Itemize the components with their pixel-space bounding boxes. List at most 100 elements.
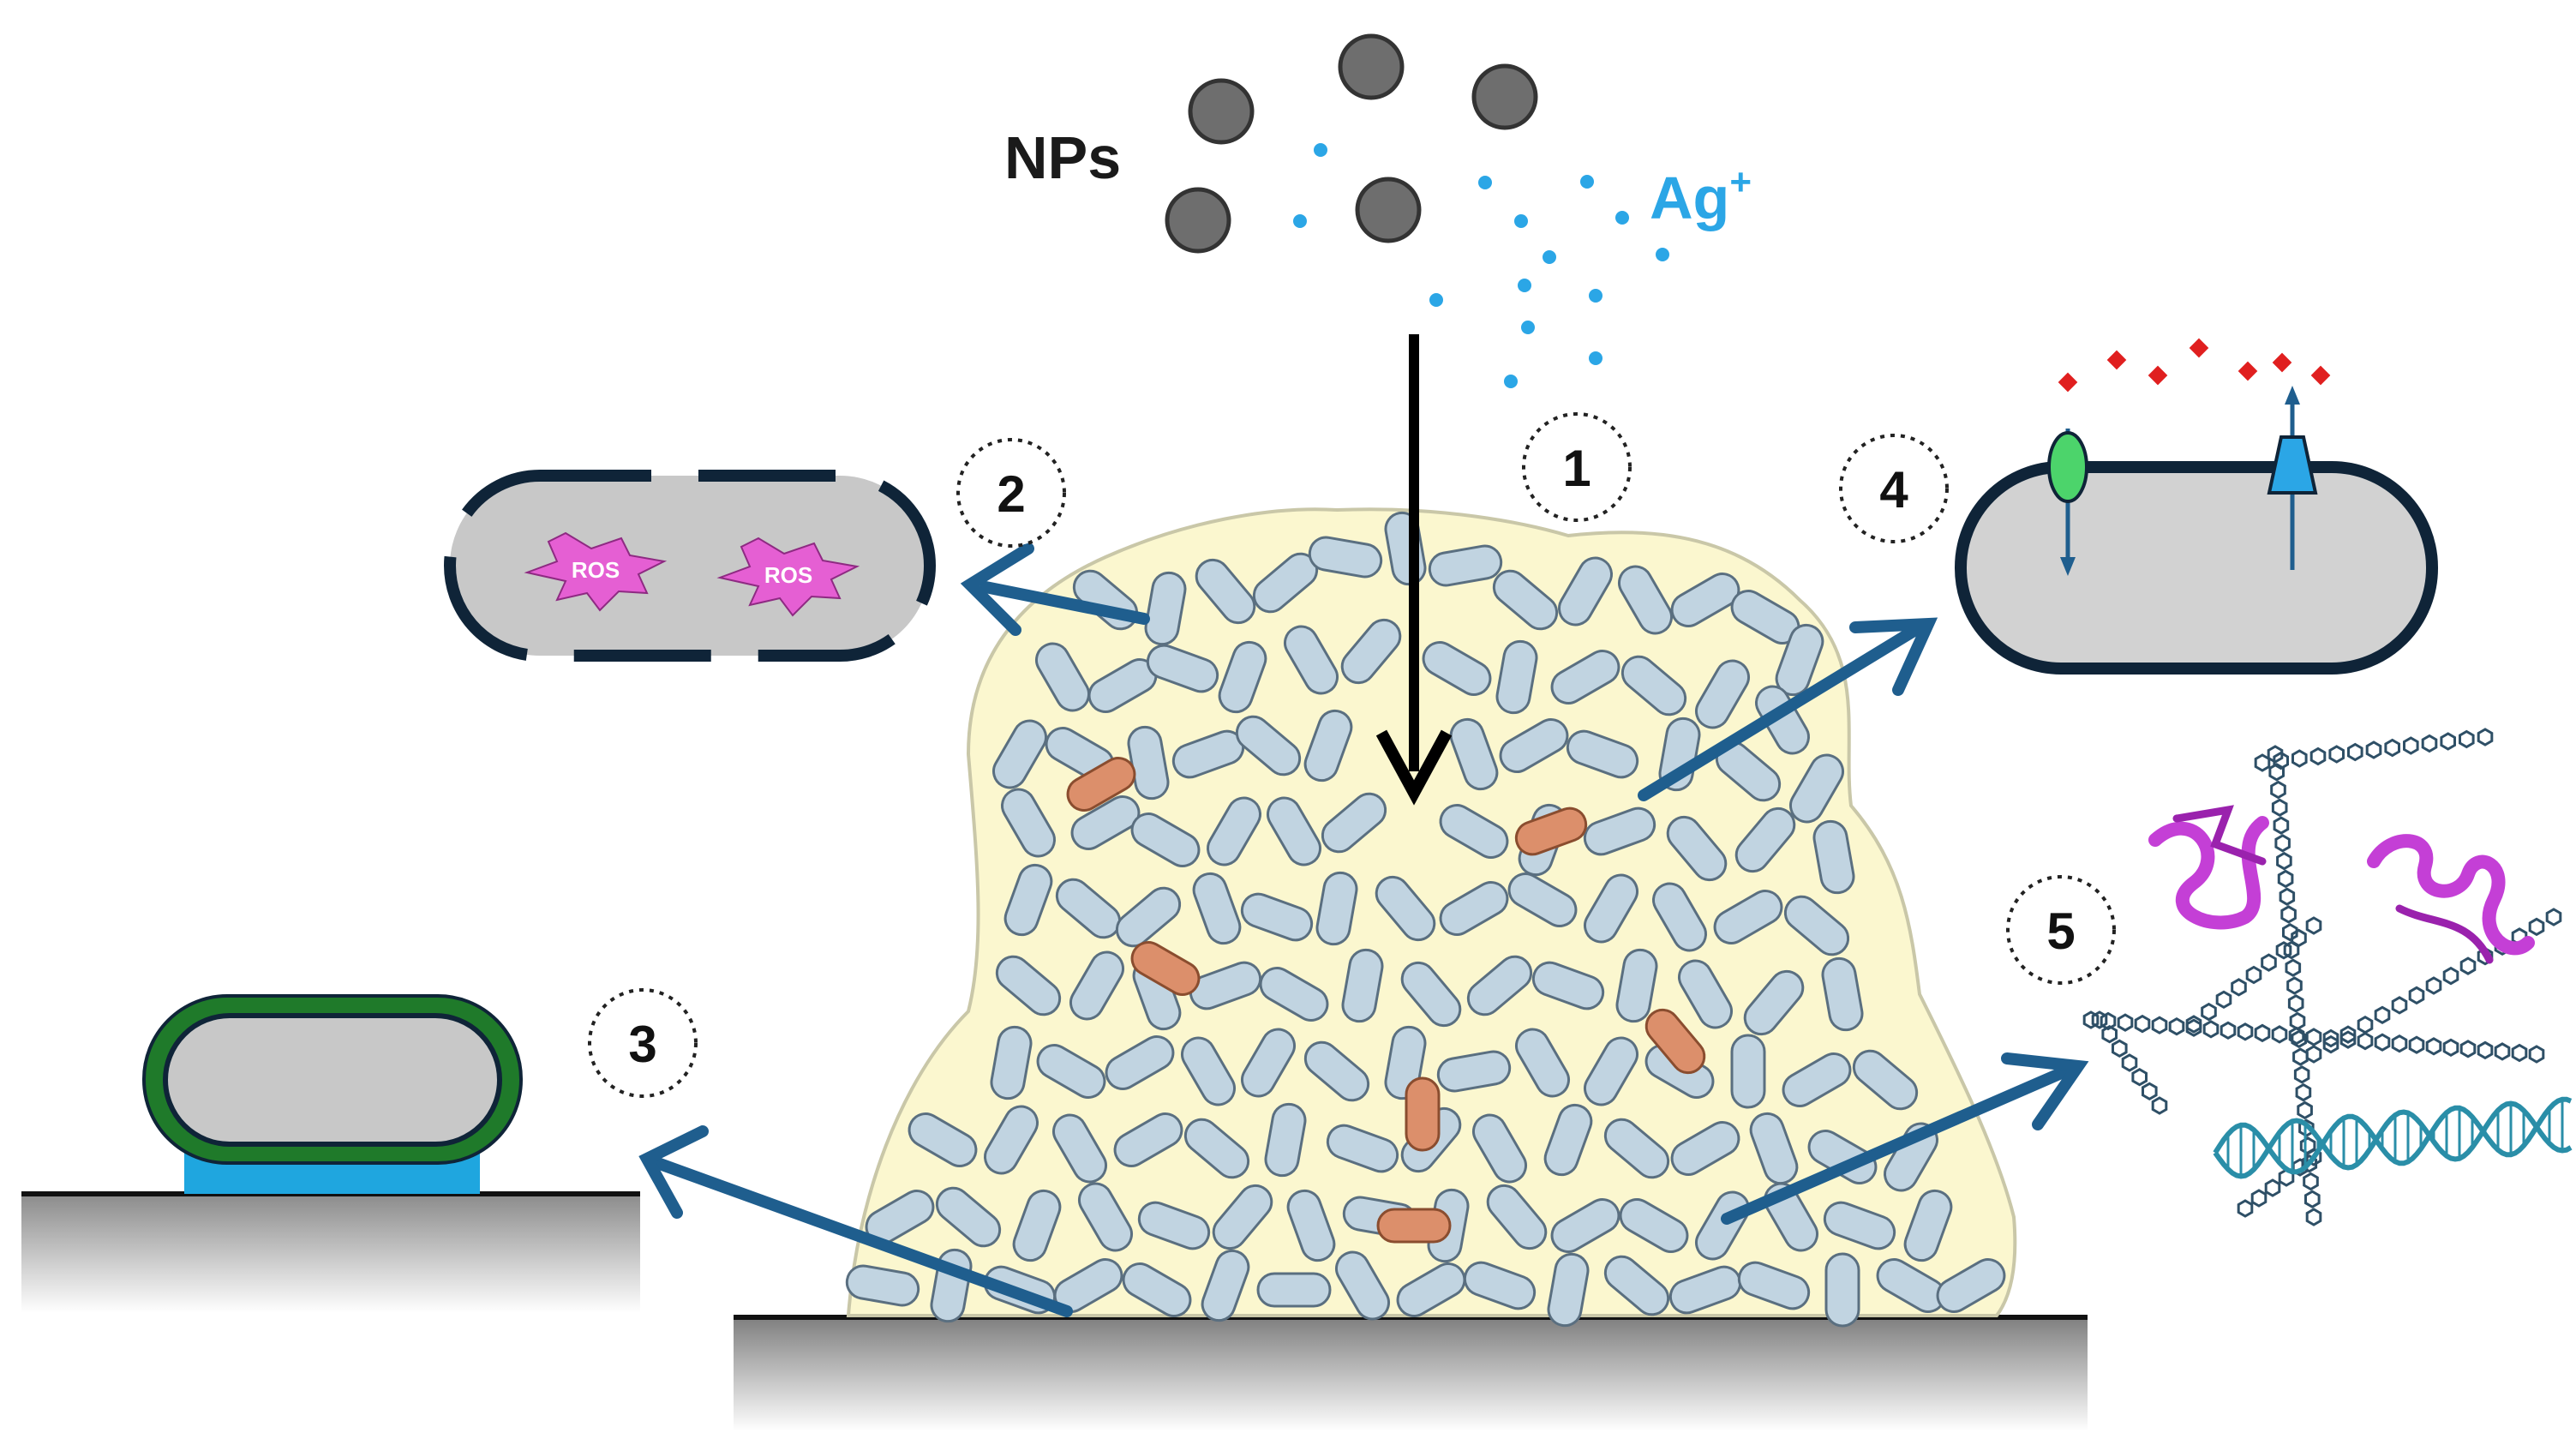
sugar-ring (2112, 1039, 2128, 1058)
sugar-ring (2291, 749, 2308, 768)
bacterial-cell (1670, 573, 1740, 627)
silver-ion (1543, 250, 1556, 264)
silver-ion (1615, 211, 1629, 225)
bacterial-cell (1566, 729, 1639, 779)
bacterial-cell (1903, 1189, 1953, 1262)
nanoparticle (1355, 177, 1422, 243)
bacterial-cell (1284, 625, 1339, 695)
sugar-ring (2091, 1010, 2108, 1029)
sugar-ring (2282, 922, 2298, 942)
arrow-to-step-2 (979, 581, 1150, 625)
eps-components (2082, 728, 2573, 1226)
sugar-ring (2237, 1022, 2254, 1041)
bacterial-cell (1550, 1198, 1620, 1253)
bacterial-cell (1821, 956, 1864, 1032)
bacterial-cell (1137, 1201, 1211, 1250)
sugar-ring (2100, 1011, 2117, 1031)
bacterial-cell (1584, 873, 1638, 944)
sugar-ring (2254, 1023, 2271, 1043)
bacterial-cell (1583, 806, 1656, 856)
sugar-ring (2292, 1047, 2309, 1066)
protein-strand (2148, 816, 2269, 930)
arrow-to-step-3 (654, 1158, 1073, 1317)
bacterial-cell (1183, 1118, 1250, 1179)
bacterial-cell (1439, 804, 1509, 859)
sugar-ring (2347, 742, 2363, 762)
cell-body (444, 470, 936, 662)
bacterial-cell (845, 1264, 920, 1307)
silver-ion (1589, 289, 1603, 303)
sugar-ring (2528, 1045, 2545, 1064)
sugar-ring (2279, 887, 2296, 906)
bacterial-cell (1666, 815, 1728, 882)
bacterial-cell (1376, 1208, 1452, 1244)
sugar-ring (2391, 1034, 2408, 1053)
bacterial-cell (1069, 950, 1124, 1021)
silver-ion (1429, 293, 1443, 307)
sugar-ring (2425, 976, 2442, 995)
bacterial-cell (1618, 565, 1673, 635)
signal-molecule (2058, 372, 2078, 393)
efflux-signals (2058, 338, 2331, 393)
step-badge-1: 1 (1522, 412, 1632, 522)
sugar-ring (2285, 958, 2302, 977)
step-number: 4 (1879, 461, 1908, 519)
sugar-ring (2117, 1013, 2134, 1032)
bacterial-cell (1066, 757, 1136, 812)
sugar-ring (2270, 780, 2286, 800)
sugar-ring (2142, 1082, 2158, 1101)
polysaccharide-chains (2082, 728, 2562, 1226)
bacterial-cell (1113, 1112, 1183, 1167)
sugar-ring (2403, 736, 2419, 755)
bacterial-cell (1240, 892, 1314, 942)
sugar-ring (2459, 1040, 2477, 1058)
bacterial-cell (1130, 941, 1201, 996)
biofilm-cells (845, 511, 2006, 1328)
sugar-ring (2151, 1096, 2168, 1115)
bacterial-cell (984, 1105, 1039, 1175)
signal-molecule (2189, 338, 2209, 358)
silver-ion (1589, 351, 1603, 365)
ros-label: ROS (764, 562, 812, 588)
bacterial-cell (1207, 796, 1261, 866)
bacterial-cell (1782, 1052, 1852, 1107)
sugar-ring (2511, 1043, 2528, 1063)
sugar-ring (2309, 746, 2327, 766)
signal-molecule (2310, 365, 2331, 386)
bacterial-cell (1326, 1124, 1399, 1173)
sugar-ring (2305, 916, 2322, 935)
bacterial-cell (1189, 961, 1262, 1010)
bacterial-cell (1264, 1102, 1307, 1178)
silver-ion (1504, 375, 1518, 388)
bacterial-cell (1235, 715, 1302, 776)
dna-base-pairs (2226, 1099, 2564, 1177)
arrow-to-step-2-head (960, 543, 1034, 636)
bacterial-cell (1644, 1008, 1706, 1075)
sugar-ring (2289, 1011, 2306, 1031)
sugar-ring (2231, 978, 2247, 997)
arrow-to-step-5 (1721, 1065, 2071, 1225)
sugar-ring (2215, 990, 2232, 1010)
sugar-ring (2477, 946, 2494, 966)
influx-arrow-head (2060, 557, 2076, 576)
bacterial-cell (1315, 871, 1358, 946)
silver-ion (1521, 321, 1535, 334)
bacterial-cell (1001, 788, 1056, 858)
sugar-ring (2261, 953, 2277, 972)
bacterial-cell (1603, 1118, 1670, 1179)
sugar-ring (2528, 917, 2545, 937)
cell-body (163, 1013, 502, 1147)
sugar-ring (2273, 816, 2290, 835)
sugar-ring (2264, 1178, 2281, 1197)
sugar-ring (2477, 1040, 2494, 1060)
bacterial-cell (1543, 1103, 1593, 1177)
bacterial-cell (1547, 1252, 1590, 1328)
step-number: 1 (1562, 440, 1591, 497)
efflux-arrow-head (2285, 386, 2300, 405)
bacterial-cell (1743, 969, 1805, 1036)
bacterial-cell (1492, 569, 1559, 631)
sugar-ring (2459, 956, 2477, 975)
bacterial-cell (1558, 556, 1613, 627)
sugar-ring (2303, 1172, 2319, 1191)
sugar-ring (2494, 1042, 2511, 1061)
